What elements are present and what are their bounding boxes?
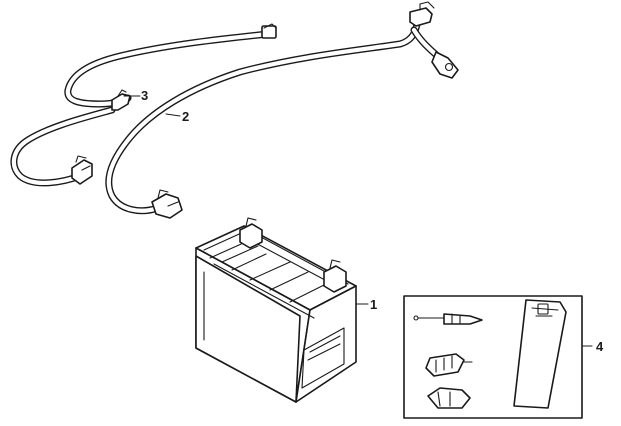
battery-terminal-positive [323,259,347,293]
tool-kit [403,295,583,419]
sub-harness [10,23,277,187]
main-harness-lower-connector [151,189,183,219]
battery-terminal-negative [239,217,263,249]
spare-fuse-cap-icon [427,387,471,409]
callout-number-1: 1 [370,297,377,312]
fuse-icon [425,353,473,377]
callout-number-4: 4 [596,339,604,354]
callout-number-3: 3 [141,88,148,103]
callout-leaders [123,95,593,347]
sub-harness-top-connector [261,23,277,39]
sub-harness-clamp [111,89,131,111]
sub-harness-lower-connector [71,155,93,185]
callout-number-2: 2 [182,109,189,124]
tool-bag-icon [513,299,567,409]
main-harness-top-bracket [409,1,435,27]
main-harness [105,1,459,219]
battery [195,217,357,403]
screwdriver-icon [413,313,483,325]
ring-terminal [431,51,459,79]
